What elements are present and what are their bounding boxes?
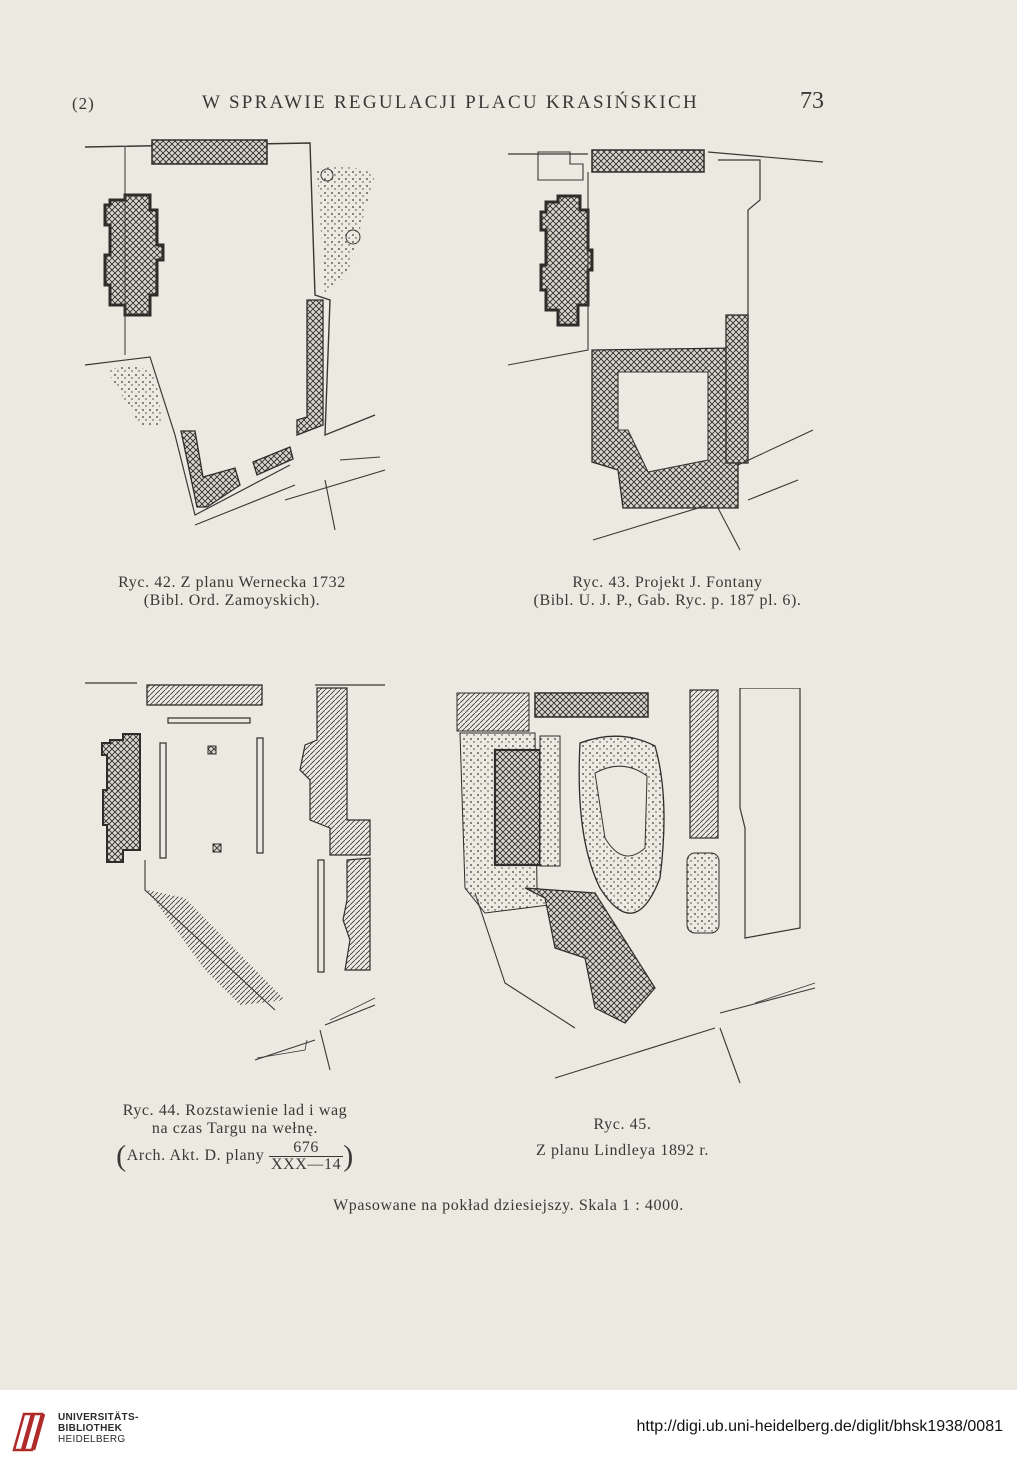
caption-fig-45: Ryc. 45. Z planu Lindleya 1892 r. [490,1112,755,1164]
page-number: 73 [800,88,824,114]
caption-fig-42-line1: Ryc. 42. Z planu Wernecka 1732 [118,574,346,591]
caption-fig-43-line1: Ryc. 43. Projekt J. Fontany [572,574,763,591]
library-name: UNIVERSITÄTS- BIBLIOTHEK HEIDELBERG [58,1412,139,1445]
library-name-line3: HEIDELBERG [58,1434,126,1445]
library-logo-icon [12,1412,46,1452]
caption-fig-44-line3: Arch. Akt. D. plany [126,1147,265,1165]
caption-fig-44: Ryc. 44. Rozstawienie lad i wag na czas … [75,1102,395,1173]
caption-fig-43: Ryc. 43. Projekt J. Fontany (Bibl. U. J.… [495,574,840,610]
fraction-numerator: 676 [268,1140,344,1157]
figure-43-plan [508,149,824,551]
figure-42-plan [85,139,385,531]
caption-fig-42: Ryc. 42. Z planu Wernecka 1732 (Bibl. Or… [72,574,392,610]
caption-fig-42-line2: (Bibl. Ord. Zamoyskich). [143,592,321,609]
caption-fig-44-fraction: 676 XXX—14 [268,1140,344,1173]
scanned-page: (2) W SPRAWIE REGULACJI PLACU KRASIŃSKIC… [0,88,1017,1214]
running-title: W SPRAWIE REGULACJI PLACU KRASIŃSKICH [202,92,700,113]
figure-44-plan [85,682,385,1071]
caption-fig-43-line2: (Bibl. U. J. P., Gab. Ryc. p. 187 pl. 6)… [533,592,802,609]
page-marker: (2) [72,94,95,113]
library-name-line1: UNIVERSITÄTS- [58,1412,139,1423]
page-header: (2) W SPRAWIE REGULACJI PLACU KRASIŃSKIC… [0,88,1017,118]
scale-note: Wpasowane na pokład dziesiejszy. Skala 1… [333,1197,684,1214]
caption-fig-44-source: (Arch. Akt. D. plany 676 XXX—14 ) [116,1139,354,1173]
fraction-denominator: XXX—14 [270,1156,342,1173]
caption-fig-45-line1: Ryc. 45. [593,1116,652,1133]
source-url[interactable]: http://digi.ub.uni-heidelberg.de/diglit/… [636,1418,1004,1435]
library-bar: UNIVERSITÄTS- BIBLIOTHEK HEIDELBERG http… [0,1390,1017,1467]
caption-fig-45-line2: Z planu Lindleya 1892 r. [535,1142,710,1159]
caption-fig-44-line1: Ryc. 44. Rozstawienie lad i wag [122,1102,348,1119]
library-name-line2: BIBLIOTHEK [58,1423,123,1434]
figure-45-plan [456,688,816,1084]
caption-fig-44-line2: na czas Targu na wełnę. [151,1120,319,1137]
